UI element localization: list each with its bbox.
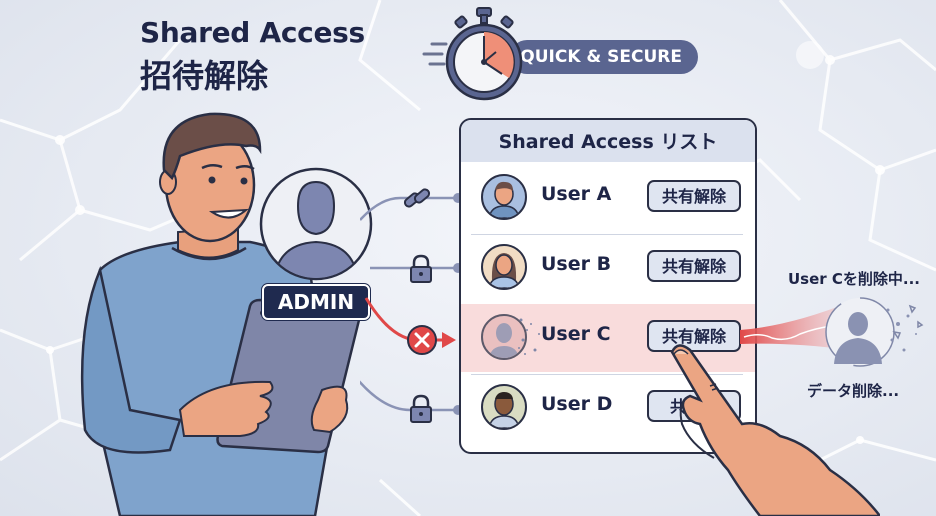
stopwatch-icon: [422, 7, 523, 101]
row-divider: [471, 374, 743, 375]
user-name: User B: [541, 253, 612, 275]
user-avatar: [481, 244, 527, 290]
connector-lines: [360, 193, 463, 415]
user-name: User A: [541, 183, 612, 205]
shared-access-panel: Shared Access リスト User A 共有解除 User B 共有解…: [459, 118, 757, 454]
page-title: Shared Access: [140, 16, 365, 49]
dissolve-particles: [518, 318, 540, 355]
row-divider: [471, 234, 743, 235]
admin-avatar: [259, 167, 373, 281]
link-icon: [403, 188, 431, 208]
lock-icon: [410, 394, 432, 423]
admin-label: ADMIN: [262, 284, 370, 320]
pointing-hand-illustration: [670, 344, 880, 516]
user-avatar: [481, 384, 527, 430]
user-name: User C: [541, 323, 611, 345]
admin-person-illustration: [80, 112, 363, 516]
quick-secure-badge: QUICK & SECURE: [510, 40, 698, 74]
user-row-a: User A 共有解除: [461, 164, 755, 232]
user-avatar-dissolving: [481, 314, 527, 360]
panel-title: Shared Access リスト: [461, 120, 755, 162]
unshare-button[interactable]: 共有解除: [647, 320, 741, 352]
lock-icon: [410, 254, 432, 283]
user-row-c: User C 共有解除: [461, 304, 755, 372]
dissolving-user-icon: [825, 297, 924, 367]
x-circle-icon: [407, 325, 437, 355]
user-name: User D: [541, 393, 613, 415]
page-subtitle: 招待解除: [140, 57, 269, 95]
data-deleting-status: データ削除...: [807, 382, 900, 400]
user-avatar: [481, 174, 527, 220]
unshare-button[interactable]: 共有解除: [647, 250, 741, 282]
unshare-button[interactable]: 共有解除: [647, 180, 741, 212]
deleting-status: User Cを削除中...: [788, 270, 921, 288]
deletion-beam: [740, 302, 850, 350]
user-row-b: User B 共有解除: [461, 234, 755, 302]
